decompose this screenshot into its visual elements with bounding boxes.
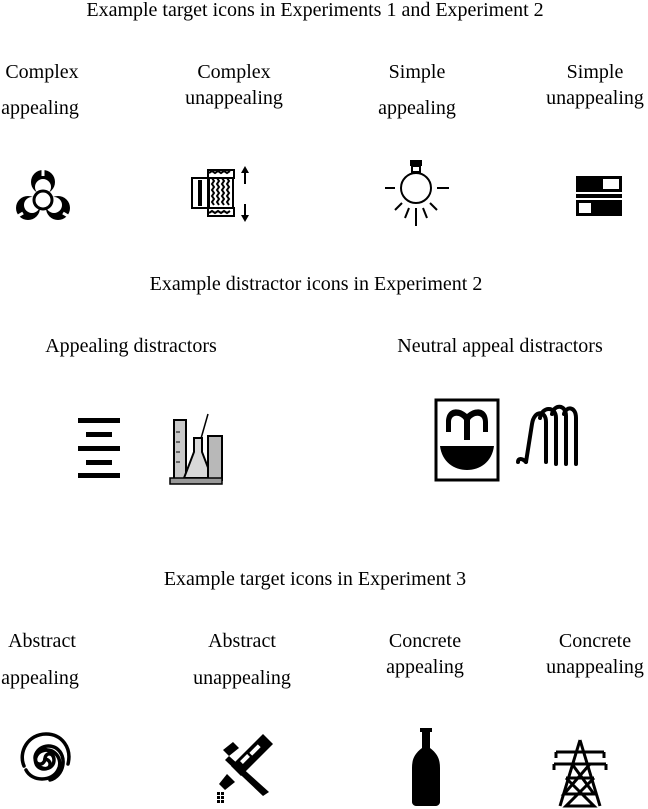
- label-simple-unappealing-line1: Simple: [566, 61, 624, 83]
- label-abstract-unappealing-line2: unappealing: [193, 667, 291, 689]
- label-abstract-appealing-line1: Abstract: [8, 630, 76, 652]
- wave-hand-icon: [512, 400, 584, 470]
- spiral-icon: [12, 726, 78, 792]
- neutral-distractors-label: Neutral appeal distractors: [397, 335, 603, 357]
- brush-tools-icon: [213, 730, 279, 804]
- label-complex-appealing-line1: Complex: [5, 61, 79, 83]
- biohazard-icon: [8, 164, 78, 234]
- lab-glassware-icon: [164, 412, 226, 486]
- label-concrete-unappealing-line2: unappealing: [546, 656, 644, 678]
- blocks-icon: [572, 172, 628, 220]
- appealing-distractors-label: Appealing distractors: [45, 335, 217, 357]
- label-abstract-appealing-line2: appealing: [1, 667, 79, 689]
- section3-heading: Example target icons in Experiment 3: [163, 568, 467, 590]
- label-concrete-unappealing-line1: Concrete: [558, 630, 632, 652]
- compressor-icon: [189, 164, 255, 226]
- label-complex-unappealing-line2: unappealing: [185, 87, 283, 109]
- label-abstract-unappealing-line1: Abstract: [208, 630, 276, 652]
- label-concrete-appealing-line2: appealing: [386, 656, 464, 678]
- label-simple-appealing-line1: Simple: [388, 61, 446, 83]
- label-simple-unappealing-line2: unappealing: [546, 87, 644, 109]
- label-complex-unappealing-line1: Complex: [197, 61, 271, 83]
- section2-heading: Example distractor icons in Experiment 2: [149, 273, 483, 295]
- fountain-icon: [434, 398, 500, 482]
- label-concrete-appealing-line1: Concrete: [388, 630, 462, 652]
- power-pylon-icon: [552, 738, 608, 808]
- bottle-icon: [408, 726, 444, 806]
- label-simple-appealing-line2: appealing: [378, 97, 456, 119]
- light-bulb-icon: [383, 158, 453, 230]
- section1-heading: Example target icons in Experiments 1 an…: [86, 0, 544, 21]
- center-align-icon: [76, 416, 122, 480]
- label-complex-appealing-line2: appealing: [1, 97, 79, 119]
